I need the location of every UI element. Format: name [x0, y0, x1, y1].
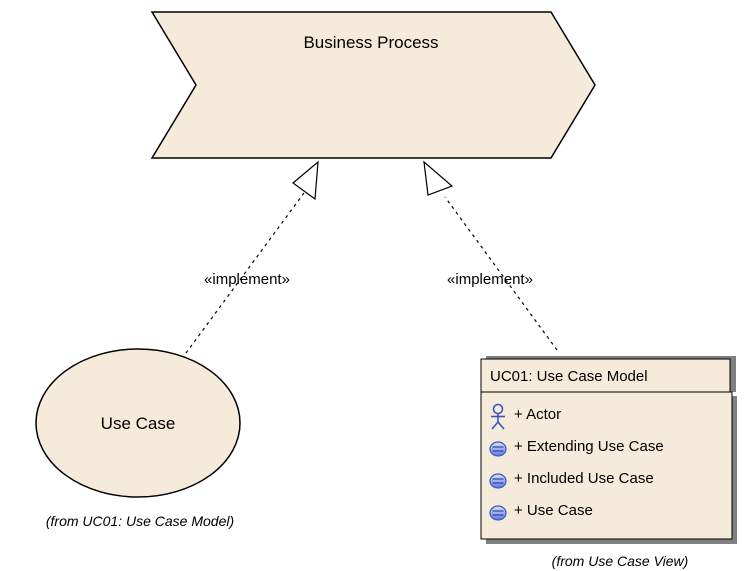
use-case-icon [489, 441, 507, 457]
actor-icon [491, 403, 505, 430]
use-case-icon [489, 473, 507, 489]
package-item-label: + Actor [514, 406, 561, 423]
use-case-icon [489, 505, 507, 521]
use-case-element[interactable]: Use Case [35, 348, 241, 498]
business-process-shape [150, 11, 596, 159]
package-body-box [480, 391, 733, 540]
implement-relation-left[interactable]: «implement» [185, 160, 319, 354]
package-item-label: + Extending Use Case [514, 438, 664, 455]
package-title: UC01: Use Case Model [490, 368, 648, 385]
package-item-use-case[interactable]: + Use Case [489, 502, 593, 521]
implement-label-right: «implement» [447, 271, 533, 288]
implement-label-left: «implement» [204, 271, 290, 288]
package-title-box [480, 358, 731, 393]
business-process-element[interactable]: Business Process [150, 11, 596, 159]
package-item-label: + Included Use Case [514, 470, 654, 487]
realization-arrowhead-right [423, 160, 454, 196]
package-item-extending-use-case[interactable]: + Extending Use Case [489, 438, 664, 457]
package-item-actor[interactable]: + Actor [491, 403, 561, 430]
use-case-shape [35, 348, 241, 498]
business-process-label: Business Process [303, 33, 438, 52]
implement-relation-right[interactable]: «implement» [423, 160, 558, 351]
realization-arrowhead-left [292, 160, 319, 201]
package-element[interactable]: UC01: Use Case Model + Actor + Extending… [480, 356, 737, 544]
package-item-included-use-case[interactable]: + Included Use Case [489, 470, 654, 489]
implement-line-left [185, 192, 305, 354]
use-case-from-note: (from UC01: Use Case Model) [46, 513, 234, 529]
package-item-label: + Use Case [514, 502, 593, 519]
use-case-label: Use Case [101, 414, 176, 433]
package-from-note: (from Use Case View) [552, 553, 689, 569]
